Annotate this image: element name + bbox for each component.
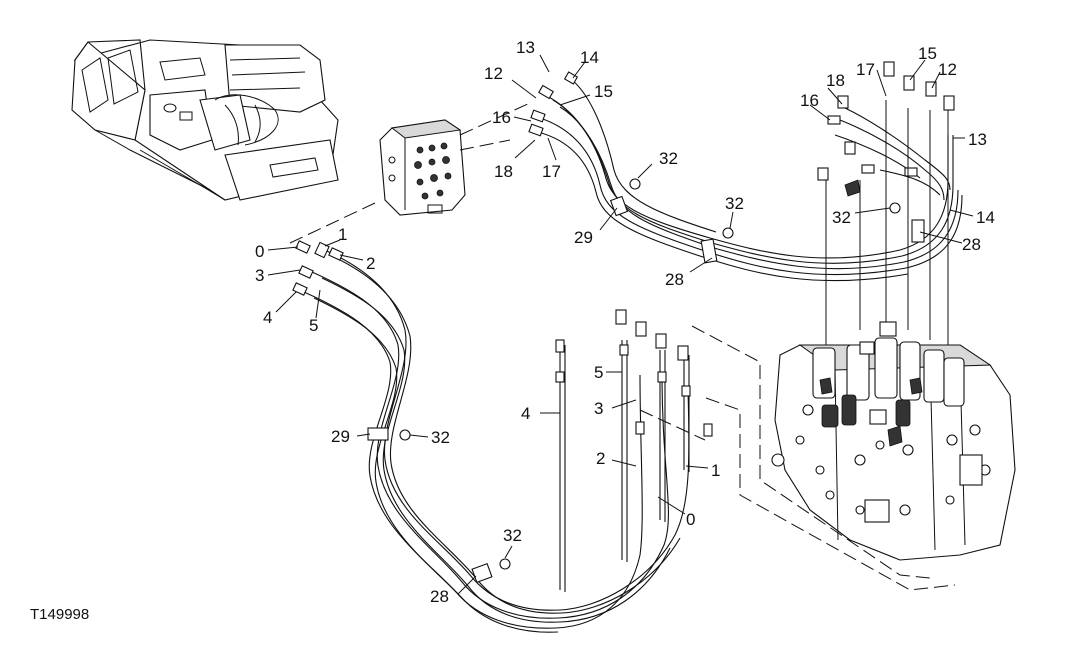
- callout-5: 5: [594, 363, 603, 382]
- callout-5: 5: [309, 316, 318, 335]
- callout-4: 4: [263, 308, 272, 327]
- callout-32: 32: [725, 194, 744, 213]
- callout-2: 2: [366, 254, 375, 273]
- callout-17: 17: [856, 60, 875, 79]
- callout-15: 15: [918, 44, 937, 63]
- callout-29: 29: [331, 427, 350, 446]
- callout-labels: 13 14 12 15 16 18 17 32 29 32 28 17 15 1…: [255, 38, 995, 606]
- callout-32: 32: [659, 149, 678, 168]
- callout-17: 17: [542, 162, 561, 181]
- callout-16: 16: [492, 108, 511, 127]
- callout-15: 15: [594, 82, 613, 101]
- callout-28: 28: [665, 270, 684, 289]
- callout-32: 32: [832, 208, 851, 227]
- callout-12: 12: [938, 60, 957, 79]
- callout-4: 4: [521, 404, 530, 423]
- callout-18: 18: [494, 162, 513, 181]
- callout-3: 3: [594, 399, 603, 418]
- callout-32: 32: [431, 428, 450, 447]
- callout-0: 0: [686, 510, 695, 529]
- callout-2: 2: [596, 449, 605, 468]
- callout-12: 12: [484, 64, 503, 83]
- callout-32: 32: [503, 526, 522, 545]
- callout-3: 3: [255, 266, 264, 285]
- callout-29: 29: [574, 228, 593, 247]
- main-control-valve: [771, 321, 1016, 561]
- callout-28: 28: [430, 587, 449, 606]
- callout-14: 14: [580, 48, 599, 67]
- callout-0: 0: [255, 242, 264, 261]
- leader-lines: [267, 54, 974, 595]
- figure-id: T149998: [30, 606, 89, 623]
- excavator-illustration: [71, 39, 339, 201]
- callout-13: 13: [968, 130, 987, 149]
- callout-14: 14: [976, 208, 995, 227]
- callout-18: 18: [826, 71, 845, 90]
- upper-hose-bundle: [528, 61, 963, 345]
- pilot-valve-block: [379, 119, 466, 216]
- callout-1: 1: [338, 225, 347, 244]
- callout-1: 1: [711, 461, 720, 480]
- callout-13: 13: [516, 38, 535, 57]
- callout-28: 28: [962, 235, 981, 254]
- lower-hose-bundle: [292, 240, 713, 633]
- callout-16: 16: [800, 91, 819, 110]
